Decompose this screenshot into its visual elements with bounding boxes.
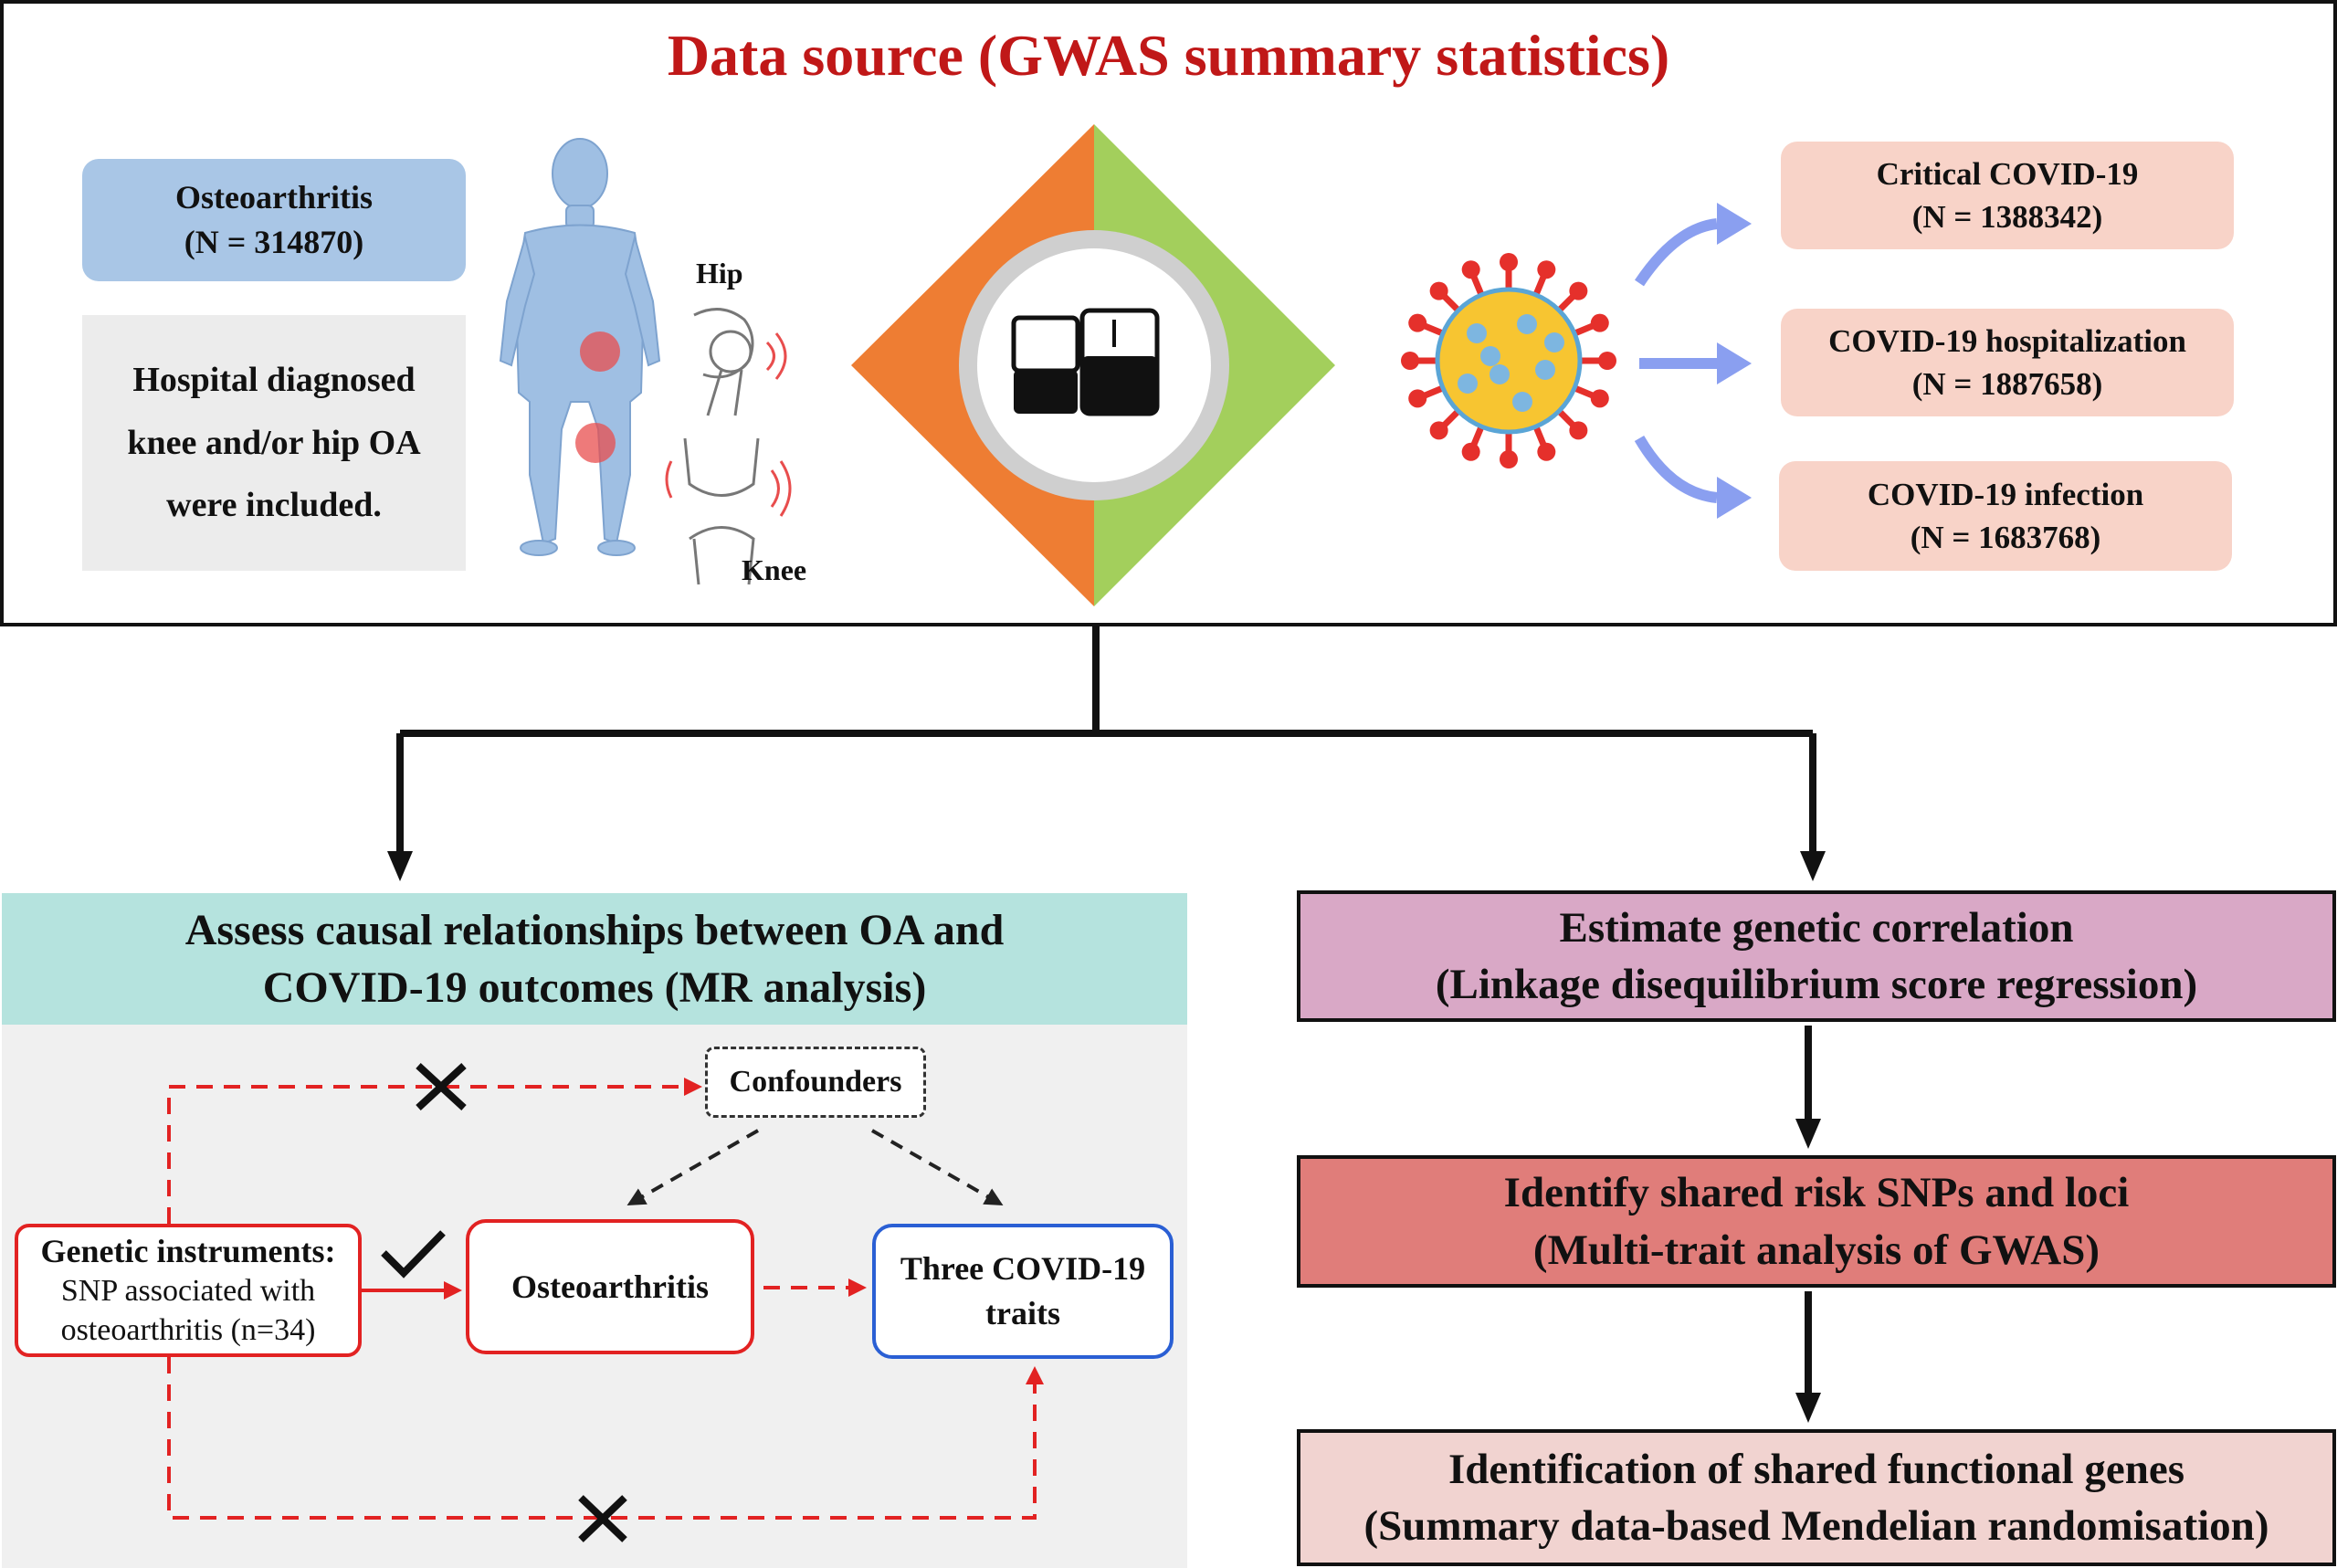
virus-spike-tip	[1429, 281, 1448, 300]
virus-spike-tip	[1590, 389, 1609, 408]
virus-spike-tip	[1569, 421, 1588, 440]
curved-arrow-icon	[1635, 218, 1718, 287]
cross-icon	[416, 1063, 467, 1110]
step-title: Estimate genetic correlation	[1559, 903, 2074, 952]
virus-spike-tip	[1401, 352, 1419, 370]
data-source-panel	[0, 0, 2337, 626]
hip-highlight-icon	[580, 331, 620, 372]
arrow-to-genetic-correlation	[1800, 851, 1826, 881]
outcome-line: Three COVID-19	[900, 1250, 1146, 1288]
virus-spike-tip	[1590, 313, 1609, 332]
knee-label: Knee	[742, 553, 807, 586]
check-icon	[381, 1230, 446, 1279]
virus-spike-tip	[1569, 281, 1588, 300]
page-title: Data source (GWAS summary statistics)	[667, 23, 1670, 88]
hip-label: Hip	[696, 257, 743, 289]
arrow-head-critical	[1717, 203, 1752, 245]
virus-spike-tip	[1500, 450, 1518, 468]
mr-analysis-header: Assess causal relationships between OA a…	[2, 893, 1187, 1025]
virus-surface-dot	[1480, 346, 1500, 366]
description-line: knee and/or hip OA	[127, 423, 421, 462]
step-subtitle: (Linkage disequilibrium score regression…	[1435, 961, 2198, 1008]
hip-joint-icon	[693, 308, 787, 416]
covid-outcome-hospitalization: COVID-19 hospitalization (N = 1887658)	[1781, 309, 2234, 416]
osteoarthritis-sample-size: (N = 314870)	[184, 224, 364, 260]
mr-header-line: COVID-19 outcomes (MR analysis)	[262, 963, 927, 1012]
knee-highlight-icon	[575, 423, 616, 463]
covid-outcome-name: COVID-19 infection	[1867, 476, 2144, 512]
description-line: Hospital diagnosed	[132, 361, 416, 400]
virus-surface-dot	[1512, 392, 1532, 412]
virus-spike-tip	[1461, 260, 1480, 279]
osteoarthritis-name: Osteoarthritis	[175, 179, 373, 216]
pipeline-step-shared-snps: Identify shared risk SNPs and loci (Mult…	[1297, 1155, 2336, 1288]
covid-outcome-critical: Critical COVID-19 (N = 1388342)	[1781, 142, 2234, 249]
virus-spike-tip	[1537, 260, 1556, 279]
pipeline-step-functional-genes: Identification of shared functional gene…	[1297, 1429, 2336, 1566]
path-gi-to-confounders	[167, 1078, 702, 1224]
pipeline-step-genetic-correlation: Estimate genetic correlation (Linkage di…	[1297, 890, 2336, 1022]
virus-spike-tip	[1461, 442, 1480, 461]
arrow-to-mr-analysis	[387, 851, 413, 881]
covid-outcome-name: COVID-19 hospitalization	[1828, 322, 2186, 359]
virus-spike-tip	[1429, 421, 1448, 440]
virus-surface-dot	[1544, 332, 1564, 353]
virus-spike-tip	[1598, 352, 1616, 370]
virus-surface-dot	[1535, 360, 1555, 380]
osteoarthritis-source-box: Osteoarthritis (N = 314870)	[82, 159, 466, 281]
covid-outcome-infection: COVID-19 infection (N = 1683768)	[1779, 461, 2232, 571]
curved-arrow-icon	[1634, 435, 1718, 503]
human-body-icon	[499, 138, 661, 556]
description-line: were included.	[166, 486, 382, 525]
virus-surface-dot	[1517, 314, 1537, 334]
arrow-head-hospitalization	[1717, 342, 1752, 384]
coronavirus-icon	[1401, 253, 1616, 468]
path-gi-to-covid	[167, 1357, 1044, 1520]
covid-outcome-sample-size: (N = 1388342)	[1911, 199, 2103, 235]
virus-spike-tip	[1500, 253, 1518, 271]
outcome-line: traits	[985, 1295, 1060, 1331]
covid-outcome-name: Critical COVID-19	[1876, 155, 2139, 192]
genetic-instruments-line: osteoarthritis (n=34)	[60, 1312, 316, 1347]
osteoarthritis-description-box: Hospital diagnosed knee and/or hip OA we…	[82, 315, 466, 571]
step-title: Identify shared risk SNPs and loci	[1503, 1169, 2130, 1217]
step-subtitle: (Summary data-based Mendelian randomisat…	[1363, 1502, 2269, 1550]
exposure-osteoarthritis-node: Osteoarthritis	[466, 1219, 754, 1354]
cross-icon	[578, 1495, 627, 1542]
path-confounders-to-covid	[871, 1129, 1004, 1205]
path-confounders-to-oa	[626, 1129, 759, 1205]
knee-joint-icon	[665, 437, 792, 585]
genetic-instruments-line: SNP associated with	[60, 1274, 316, 1308]
virus-spike-tip	[1408, 313, 1427, 332]
confounders-node: Confounders	[705, 1047, 926, 1118]
virus-spike-tip	[1408, 389, 1427, 408]
virus-surface-dot	[1458, 374, 1478, 394]
database-servers-icon	[1011, 308, 1160, 416]
arrow-head-infection	[1717, 477, 1752, 519]
mr-header-line: Assess causal relationships between OA a…	[184, 905, 1005, 954]
covid-outcome-sample-size: (N = 1683768)	[1910, 520, 2101, 555]
covid-outcome-sample-size: (N = 1887658)	[1911, 366, 2103, 402]
virus-surface-dot	[1467, 323, 1487, 343]
step-subtitle: (Multi-trait analysis of GWAS)	[1532, 1226, 2100, 1274]
step-title: Identification of shared functional gene…	[1447, 1445, 2184, 1493]
virus-surface-dot	[1490, 364, 1510, 384]
virus-spike-tip	[1537, 442, 1556, 461]
outcome-covid-traits-node: Three COVID-19 traits	[872, 1224, 1174, 1359]
genetic-instruments-title: Genetic instruments:	[40, 1233, 336, 1269]
flow-connector	[396, 625, 1816, 854]
genetic-instruments-node: Genetic instruments: SNP associated with…	[15, 1224, 362, 1357]
